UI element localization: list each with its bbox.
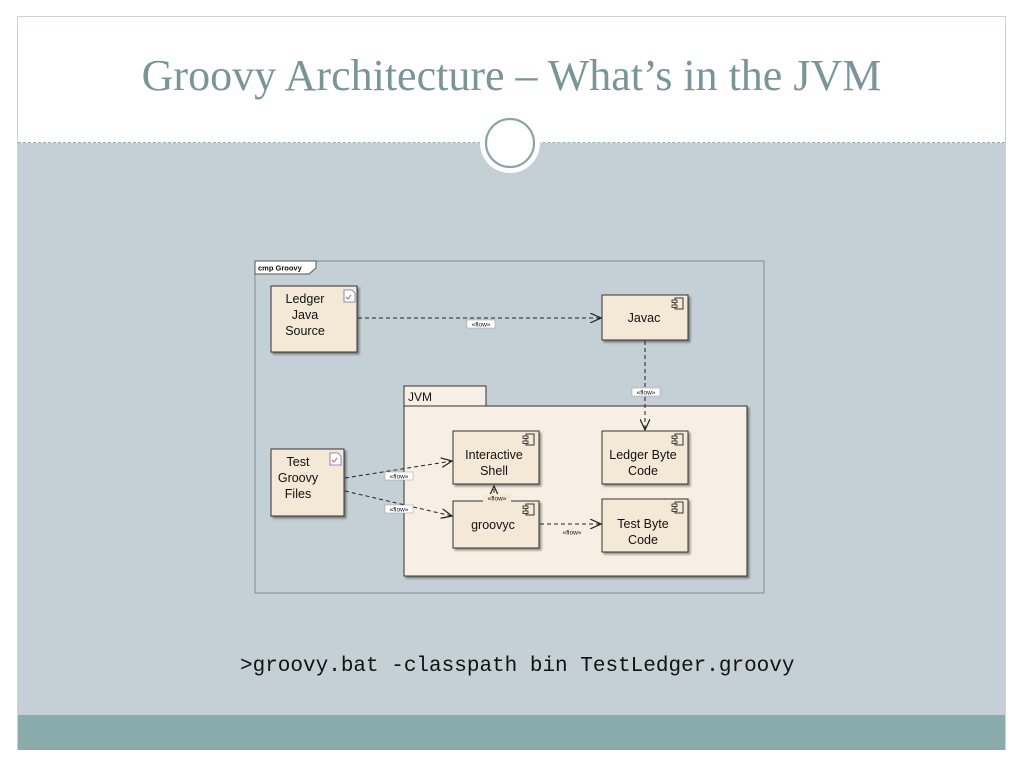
test-files-line-3: Files: [285, 487, 311, 501]
flow-label-4: «flow»: [384, 504, 414, 514]
flow-label-text: «flow»: [472, 322, 491, 329]
test-files-line-1: Test: [287, 455, 310, 469]
ledger-bytecode-line-2: Code: [628, 464, 658, 478]
frame-label: cmp Groovy: [258, 264, 303, 273]
groovyc-label: groovyc: [471, 518, 515, 532]
test-bytecode-line-1: Test Byte: [617, 517, 668, 531]
ledger-source-line-1: Ledger: [286, 292, 325, 306]
flow-label-text: «flow»: [488, 496, 507, 503]
flow-label-5: «flow»: [483, 494, 511, 503]
node-javac: Javac: [601, 294, 689, 341]
flow-label-3: «flow»: [384, 471, 414, 481]
flow-label-6: «flow»: [558, 528, 586, 537]
test-files-line-2: Groovy: [278, 471, 319, 485]
component-icon: [671, 297, 684, 310]
flow-label-text: «flow»: [390, 507, 409, 514]
flow-label-text: «flow»: [563, 530, 582, 537]
node-groovyc: groovyc: [452, 500, 540, 549]
ring-divider-icon: [480, 113, 540, 173]
artifact-document-icon: [329, 452, 342, 466]
ledger-source-line-2: Java: [292, 308, 318, 322]
flow-label-2: «flow»: [631, 387, 661, 397]
jvm-package-label: JVM: [408, 390, 432, 404]
node-ledger-byte-code: Ledger Byte Code: [601, 430, 689, 485]
node-test-groovy-files: Test Groovy Files: [270, 448, 345, 517]
javac-label: Javac: [628, 311, 661, 325]
shell-line-2: Shell: [480, 464, 508, 478]
component-icon: [671, 433, 684, 446]
flow-label-1: «flow»: [466, 319, 496, 329]
shell-line-1: Interactive: [465, 448, 523, 462]
node-ledger-java-source: Ledger Java Source: [270, 285, 358, 353]
artifact-document-icon: [343, 289, 356, 303]
frame-tab: [254, 260, 317, 275]
slide-title: Groovy Architecture – What’s in the JVM: [141, 51, 882, 100]
flow-tests-to-groovyc: [344, 490, 452, 516]
test-bytecode-line-2: Code: [628, 533, 658, 547]
component-icon: [522, 433, 535, 446]
ledger-source-line-3: Source: [285, 324, 325, 338]
component-icon: [522, 503, 535, 516]
node-test-byte-code: Test Byte Code: [601, 498, 689, 553]
footer-band: [18, 715, 1005, 750]
command-line: >groovy.bat -classpath bin TestLedger.gr…: [240, 655, 795, 678]
ledger-bytecode-line-1: Ledger Byte: [609, 448, 676, 462]
component-icon: [671, 501, 684, 514]
flow-label-text: «flow»: [390, 474, 409, 481]
node-interactive-shell: Interactive Shell: [452, 430, 540, 485]
flow-label-text: «flow»: [637, 390, 656, 397]
